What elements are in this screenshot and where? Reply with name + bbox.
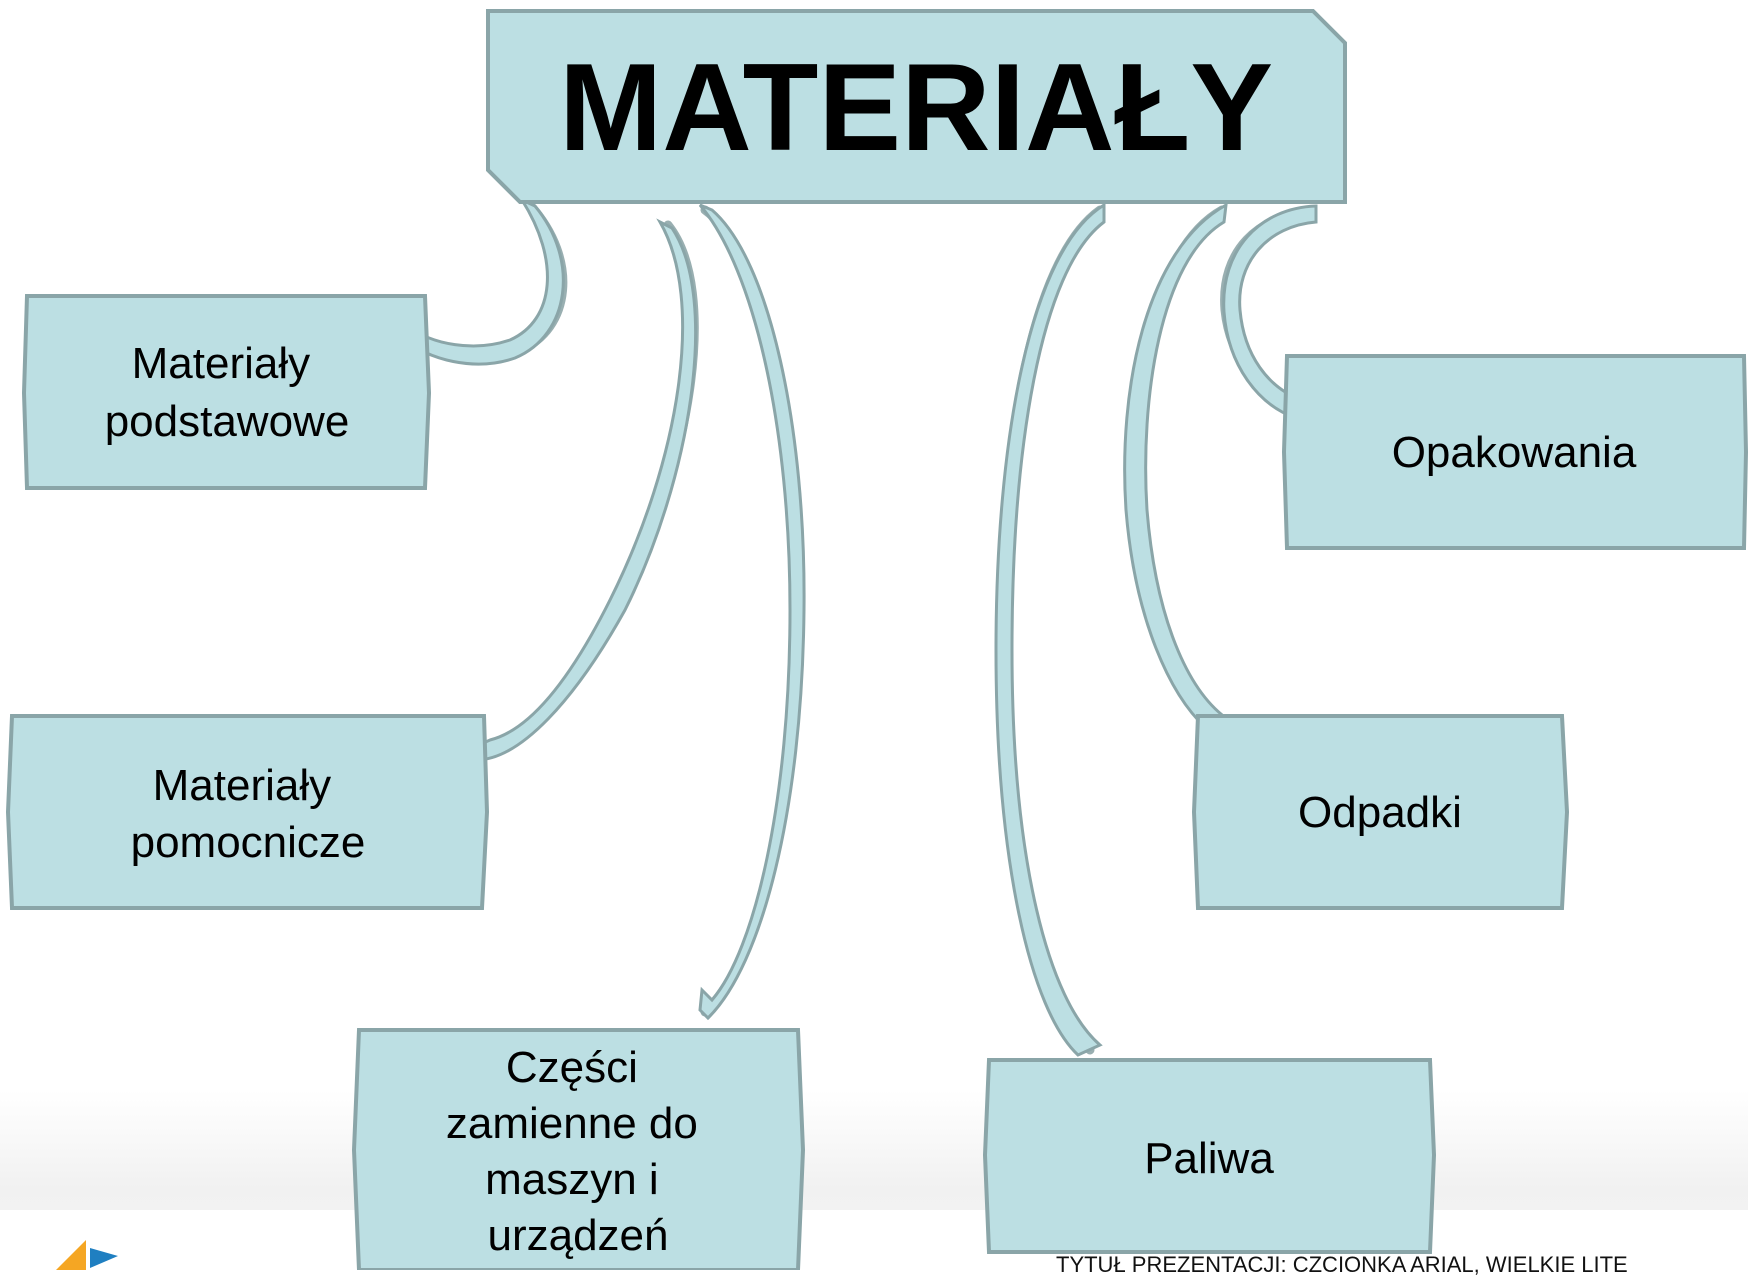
node-label-line: Odpadki (1298, 788, 1462, 837)
node-materialy-pomocnicze: Materiały pomocnicze (5, 714, 490, 910)
node-label-line: podstawowe (105, 397, 350, 446)
title-box: MATERIAŁY (486, 9, 1347, 204)
node-label-line: Części (506, 1043, 638, 1092)
svg-text:Części zamienne do: Części zamienne do maszyn i urządzeń (446, 1043, 710, 1260)
node-label-line: zamienne do (446, 1099, 698, 1148)
svg-text:Materiały podstawowe: Materiały podstawowe (105, 339, 350, 446)
diagram-title: MATERIAŁY (559, 39, 1273, 177)
node-czesci-zamienne: Części zamienne do maszyn i urządzeń (351, 1028, 806, 1270)
node-odpadki: Odpadki (1191, 714, 1570, 910)
node-label-line: maszyn i (485, 1155, 659, 1204)
logo-icon (56, 1240, 118, 1270)
node-label-line: Materiały (153, 761, 332, 810)
connector-to-paliwa (994, 202, 1106, 1057)
svg-text:Materiały pomocnicze: Materiały pomocnicze (131, 761, 366, 867)
node-materialy-podstawowe: Materiały podstawowe (21, 294, 432, 490)
node-label-line: Opakowania (1392, 428, 1637, 477)
node-label-line: Paliwa (1144, 1134, 1274, 1183)
node-label-line: Materiały (132, 339, 311, 388)
node-label-line: urządzeń (487, 1211, 668, 1260)
connector-to-odpadki (1123, 202, 1229, 730)
footer-title-text: TYTUŁ PREZENTACJI: CZCIONKA ARIAL, WIELK… (1056, 1252, 1628, 1277)
footer-strip (0, 1210, 1748, 1270)
connector-to-materialy-pomocnicze (470, 218, 699, 762)
node-paliwa: Paliwa (982, 1058, 1437, 1254)
connector-to-czesci-zamienne (698, 203, 806, 1021)
node-opakowania: Opakowania (1281, 354, 1748, 550)
node-label-line: pomocnicze (131, 818, 366, 867)
